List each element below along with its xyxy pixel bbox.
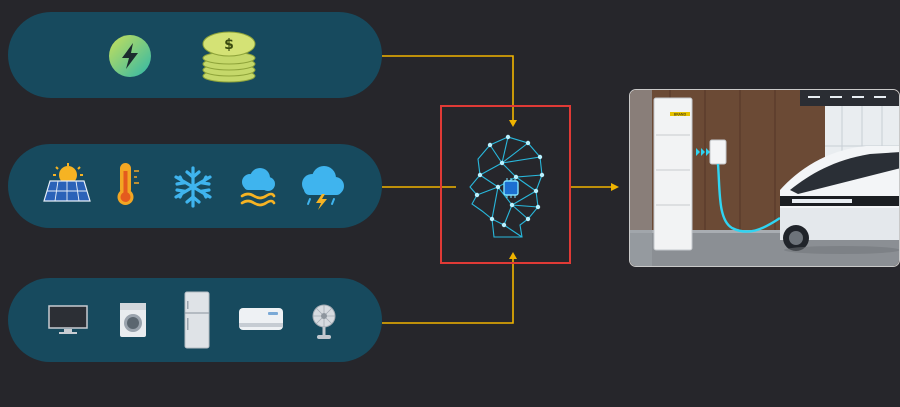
chip-icon — [503, 180, 519, 196]
thunderstorm-cloud-icon — [302, 166, 344, 210]
desk-fan-icon — [312, 304, 336, 339]
arrowhead-up — [509, 252, 517, 259]
arrowhead-down — [509, 120, 517, 127]
lightning-bolt-icon — [109, 35, 151, 77]
arrowhead-right — [611, 183, 619, 191]
garage-scene-illustration: BRAND — [630, 90, 899, 266]
energy-price-group — [8, 12, 382, 98]
refrigerator-icon — [184, 291, 210, 349]
svg-text:BRAND: BRAND — [674, 113, 687, 117]
ai-processor-box — [440, 105, 571, 264]
home-battery-ev-charging-photo: BRAND — [629, 89, 900, 267]
connector-top — [382, 55, 514, 122]
thermometer-icon — [117, 163, 139, 205]
dollar-coins-icon: $ — [202, 31, 256, 83]
television-icon — [48, 305, 88, 334]
fog-cloud-icon — [240, 168, 276, 207]
snowflake-icon — [174, 166, 212, 208]
washing-machine-icon — [120, 303, 146, 337]
svg-text:$: $ — [224, 37, 234, 53]
ai-brain-chip-icon — [469, 134, 545, 238]
air-conditioner-icon — [239, 308, 283, 330]
solar-panel-icon — [43, 163, 91, 202]
connector-bottom — [382, 256, 514, 324]
